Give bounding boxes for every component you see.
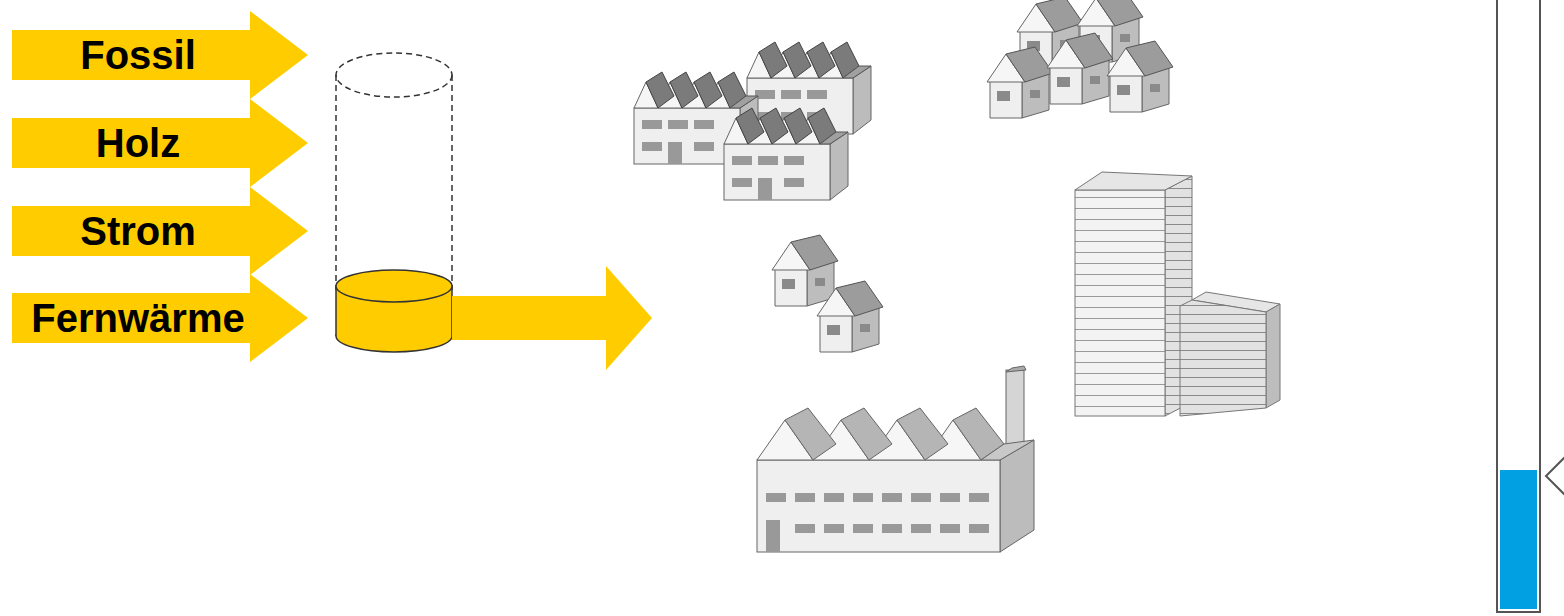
house bbox=[817, 281, 883, 352]
arrow-fill bbox=[12, 274, 308, 362]
output-arrow bbox=[452, 266, 652, 370]
gauge-level bbox=[1500, 470, 1537, 609]
chimney-top bbox=[1006, 366, 1026, 372]
cylinder-top bbox=[336, 53, 452, 97]
arrow-label: Fossil bbox=[12, 11, 264, 99]
factory bbox=[757, 366, 1034, 552]
arrow-fill bbox=[12, 187, 308, 275]
input-arrow: Fossil bbox=[12, 11, 308, 99]
tower-front bbox=[1075, 190, 1165, 416]
arrow-fill bbox=[12, 99, 308, 187]
house bbox=[1047, 33, 1113, 104]
arrow-label: Holz bbox=[12, 99, 264, 187]
factory-windows bbox=[766, 493, 989, 552]
house bbox=[1107, 41, 1173, 112]
gauge-frame bbox=[1497, 0, 1540, 612]
level-gauge bbox=[1497, 0, 1564, 612]
arrow-fill bbox=[12, 11, 308, 99]
office-tower bbox=[1075, 172, 1280, 416]
arrow-label: Fernwärme bbox=[12, 274, 264, 362]
annex-side bbox=[1266, 304, 1280, 408]
solar-factory bbox=[724, 108, 848, 200]
cylinder-fill-side bbox=[335, 286, 337, 336]
cylinder-fill-top bbox=[336, 270, 452, 302]
cylinder-side bbox=[451, 75, 453, 290]
cylinder-side bbox=[335, 75, 337, 290]
input-arrow: Strom bbox=[12, 187, 308, 275]
gauge-marker bbox=[1546, 456, 1564, 496]
storage-cylinder bbox=[336, 53, 452, 352]
house bbox=[987, 47, 1053, 118]
tower-roof bbox=[1075, 172, 1192, 190]
input-arrow: Fernwärme bbox=[12, 274, 308, 362]
house bbox=[772, 235, 838, 306]
input-arrow: Holz bbox=[12, 99, 308, 187]
annex-front bbox=[1180, 300, 1266, 416]
arrow-label: Strom bbox=[12, 187, 264, 275]
factory-front bbox=[757, 460, 1000, 552]
